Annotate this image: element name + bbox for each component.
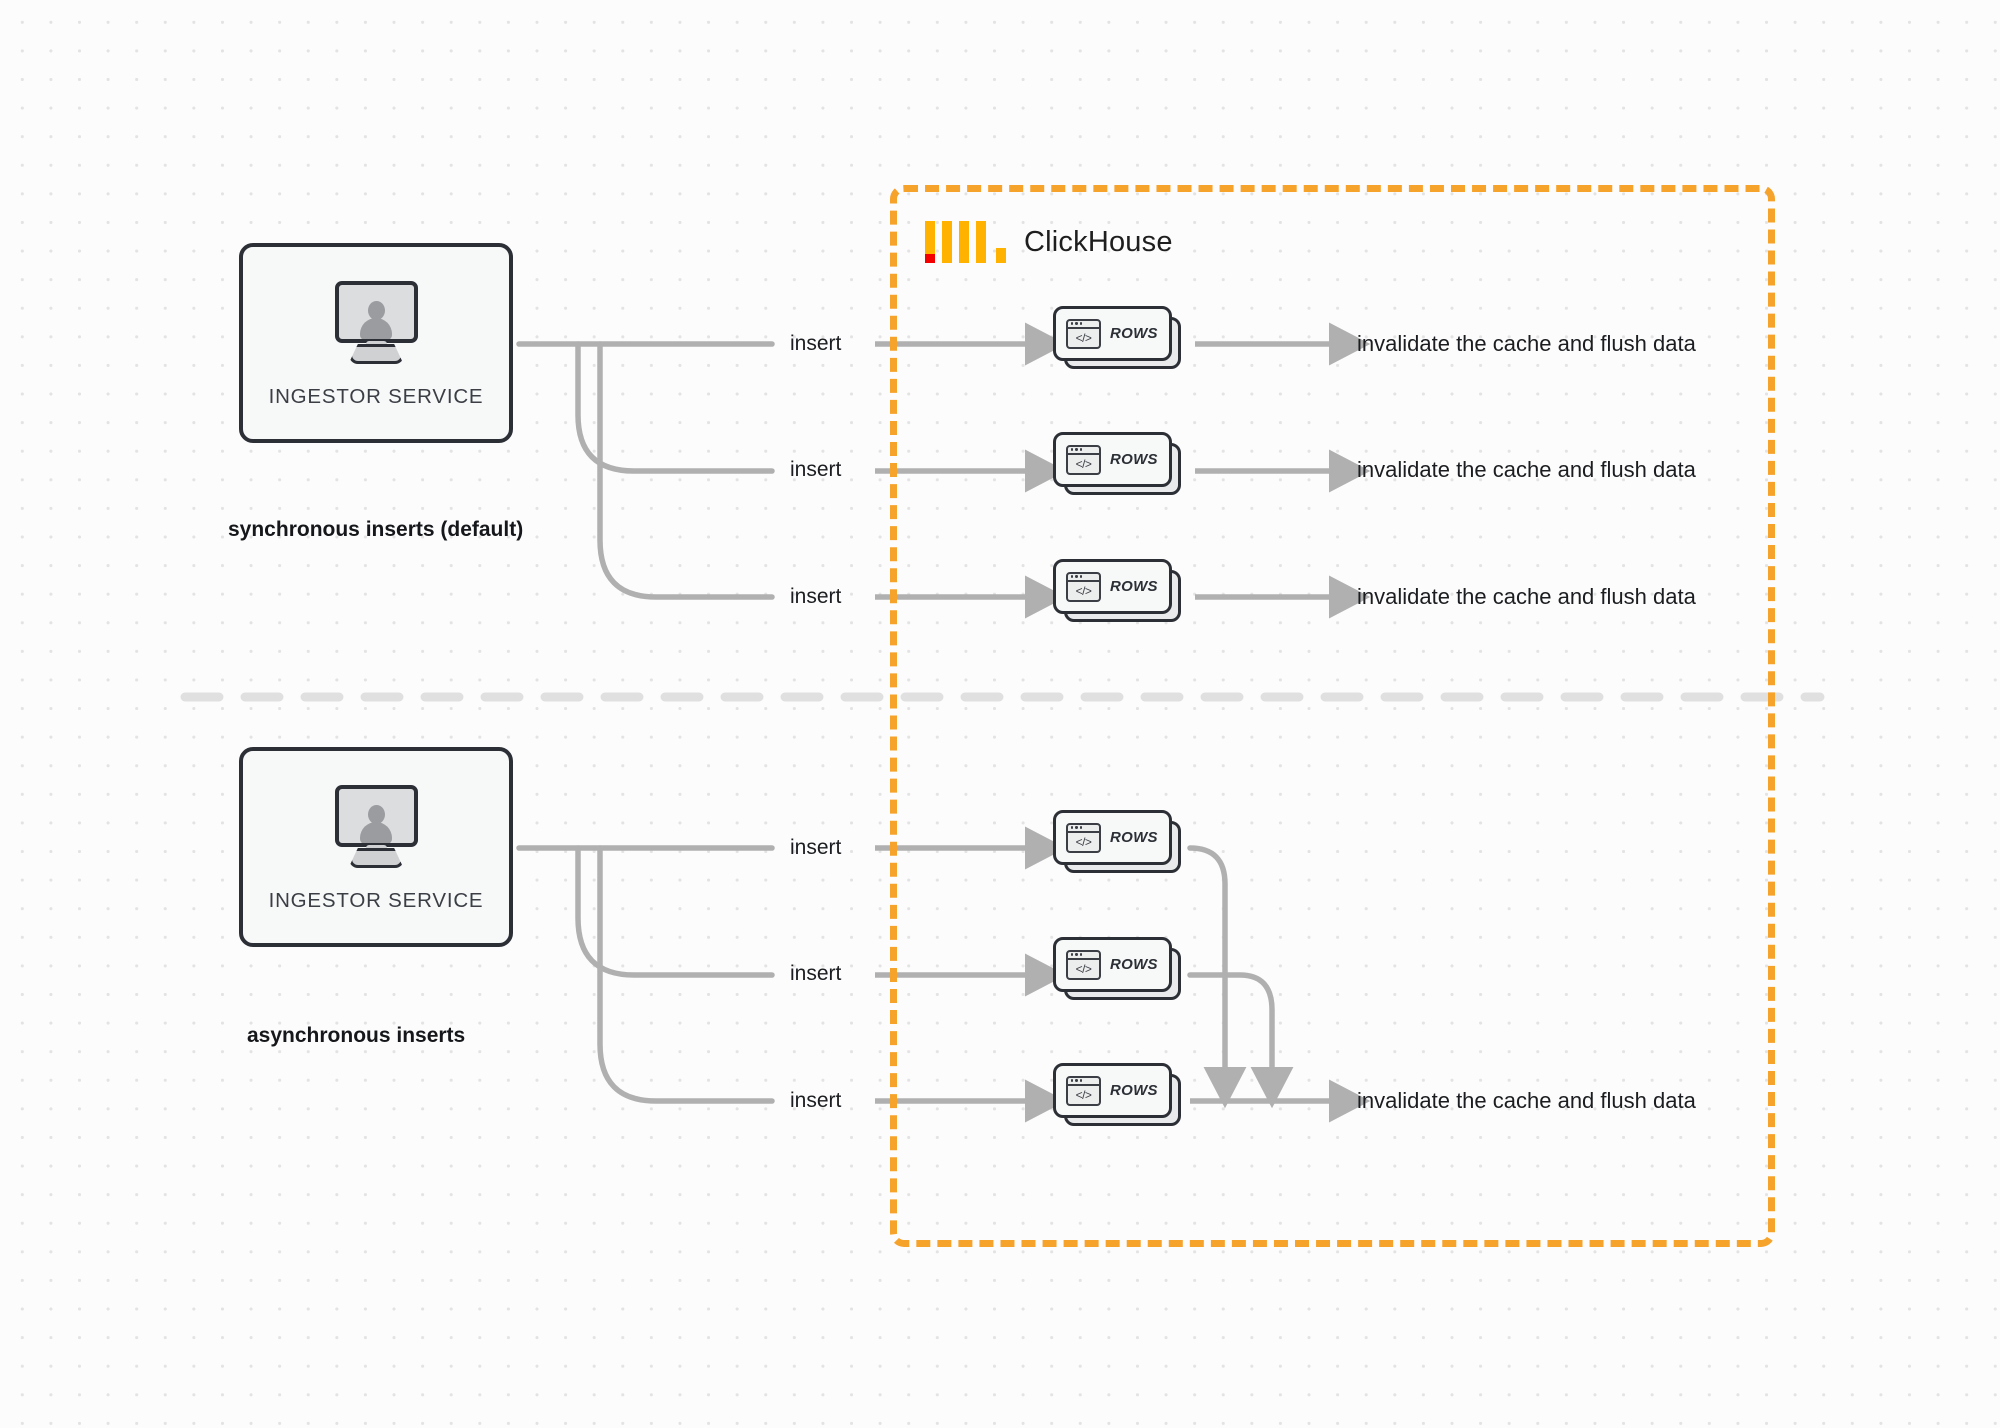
code-window-icon: </> (1066, 571, 1101, 602)
ingestor-service-async[interactable]: INGESTOR SERVICE (239, 747, 513, 947)
clickhouse-header: ClickHouse (925, 221, 1173, 263)
section-caption-async: asynchronous inserts (247, 1024, 466, 1047)
edge-label-async-insert-1: insert (790, 836, 842, 859)
edge-label-sync-insert-1: insert (790, 332, 842, 355)
outcome-label-sync-2: invalidate the cache and flush data (1357, 457, 1696, 482)
monitor-user-icon (329, 785, 424, 869)
clickhouse-logo-icon (925, 221, 1006, 263)
edge-label-sync-insert-2: insert (790, 458, 842, 481)
rows-card-async-1[interactable]: </> ROWS (1053, 810, 1181, 873)
rows-card-sync-3[interactable]: </> ROWS (1053, 559, 1181, 622)
outcome-label-sync-1: invalidate the cache and flush data (1357, 331, 1696, 356)
edge-label-sync-insert-3: insert (790, 585, 842, 608)
rows-card-label: ROWS (1110, 829, 1158, 846)
clickhouse-label: ClickHouse (1024, 225, 1173, 258)
ingestor-service-label-sync: INGESTOR SERVICE (268, 385, 484, 408)
code-window-icon: </> (1066, 822, 1101, 853)
rows-card-label: ROWS (1110, 1082, 1158, 1099)
rows-card-async-2[interactable]: </> ROWS (1053, 937, 1181, 1000)
monitor-user-icon (329, 281, 424, 365)
rows-card-label: ROWS (1110, 325, 1158, 342)
rows-card-label: ROWS (1110, 578, 1158, 595)
code-window-icon: </> (1066, 1075, 1101, 1106)
rows-card-async-3[interactable]: </> ROWS (1053, 1063, 1181, 1126)
rows-card-sync-1[interactable]: </> ROWS (1053, 306, 1181, 369)
edge-label-async-insert-3: insert (790, 1089, 842, 1112)
outcome-label-async-1: invalidate the cache and flush data (1357, 1088, 1696, 1113)
section-caption-sync: synchronous inserts (default) (228, 518, 524, 541)
code-window-icon: </> (1066, 949, 1101, 980)
ingestor-service-sync[interactable]: INGESTOR SERVICE (239, 243, 513, 443)
rows-card-sync-2[interactable]: </> ROWS (1053, 432, 1181, 495)
clickhouse-boundary (890, 185, 1775, 1247)
code-window-icon: </> (1066, 318, 1101, 349)
code-window-icon: </> (1066, 444, 1101, 475)
async-fanout-wires (516, 845, 775, 1104)
ingestor-service-label-async: INGESTOR SERVICE (268, 889, 484, 912)
outcome-label-sync-3: invalidate the cache and flush data (1357, 584, 1696, 609)
edge-label-async-insert-2: insert (790, 962, 842, 985)
rows-card-label: ROWS (1110, 956, 1158, 973)
rows-card-label: ROWS (1110, 451, 1158, 468)
sync-fanout-wires (516, 341, 775, 600)
